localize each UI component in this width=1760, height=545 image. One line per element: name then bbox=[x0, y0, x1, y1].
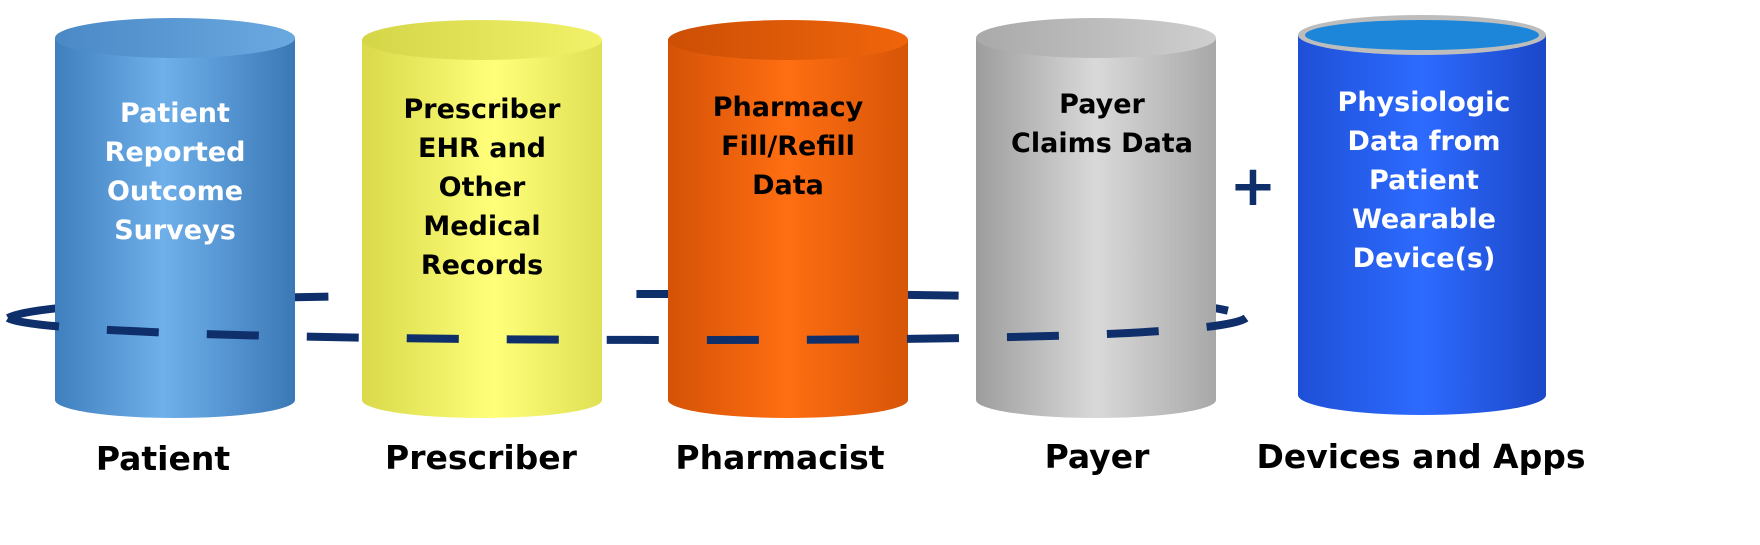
cylinder-pharmacist bbox=[668, 20, 908, 418]
label-line: Data bbox=[752, 170, 824, 201]
label-line: Outcome bbox=[107, 176, 243, 207]
label-line: Records bbox=[421, 250, 543, 281]
cylinder-devices bbox=[1298, 15, 1546, 415]
cylinder-patient bbox=[55, 18, 295, 418]
label-line: Fill/Refill bbox=[721, 131, 855, 162]
plus-sign: + bbox=[1230, 154, 1277, 219]
label-line: Medical bbox=[423, 211, 540, 242]
caption-devices: Devices and Apps bbox=[1257, 437, 1586, 476]
cylinder-payer bbox=[976, 18, 1216, 418]
label-line: Payer bbox=[1059, 89, 1145, 120]
caption-payer: Payer bbox=[1045, 437, 1150, 476]
label-line: Patient bbox=[120, 98, 230, 129]
cylinder-prescriber bbox=[362, 20, 602, 418]
caption-prescriber: Prescriber bbox=[385, 438, 578, 477]
label-line: Physiologic bbox=[1338, 87, 1511, 118]
label-line: Surveys bbox=[114, 215, 236, 246]
label-line: Device(s) bbox=[1353, 243, 1496, 274]
caption-patient: Patient bbox=[96, 439, 231, 478]
caption-pharmacist: Pharmacist bbox=[675, 438, 884, 477]
label-line: Pharmacy bbox=[713, 92, 864, 123]
label-line: Other bbox=[439, 172, 526, 203]
label-line: EHR and bbox=[418, 133, 546, 164]
label-line: Wearable bbox=[1352, 204, 1496, 235]
label-line: Reported bbox=[105, 137, 246, 168]
label-line: Prescriber bbox=[403, 94, 561, 125]
label-line: Claims Data bbox=[1011, 128, 1193, 159]
label-line: Patient bbox=[1369, 165, 1479, 196]
label-line: Data from bbox=[1348, 126, 1501, 157]
